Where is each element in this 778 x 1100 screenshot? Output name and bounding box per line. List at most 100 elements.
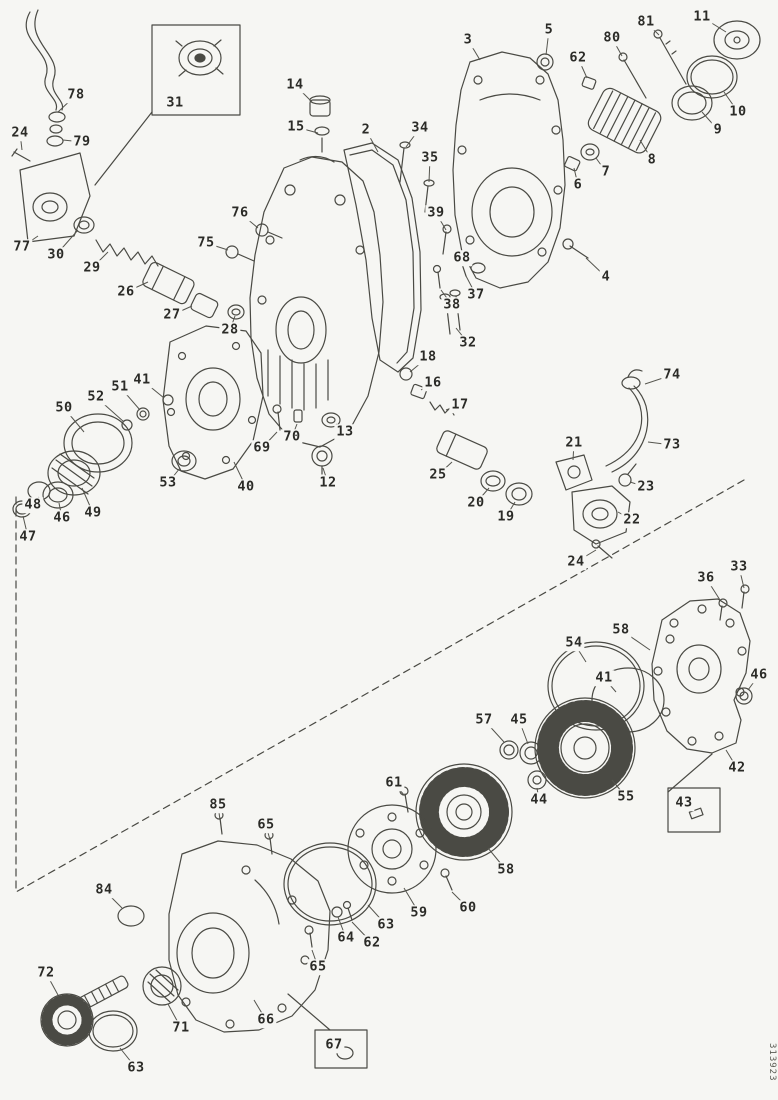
- cover-rings: [671, 20, 761, 121]
- small-washers: [121, 394, 174, 431]
- input-gear-group: [40, 966, 182, 1052]
- callout-76: 76: [229, 204, 251, 221]
- dipstick-tube: [605, 369, 649, 473]
- detail-box-31: [94, 24, 241, 186]
- callout-57: 57: [473, 711, 495, 728]
- pump-group: [480, 454, 637, 559]
- front-plate: [162, 325, 264, 480]
- callout-59: 59: [408, 904, 430, 921]
- callout-25: 25: [427, 466, 449, 483]
- clutch-drum-58: [415, 763, 513, 861]
- callout-52: 52: [85, 388, 107, 405]
- detail-box-67: [287, 993, 368, 1069]
- cover-studs-and-seal: [718, 584, 753, 705]
- callout-60: 60: [457, 899, 479, 916]
- callout-41: 41: [593, 669, 615, 686]
- callout-23: 23: [635, 478, 657, 495]
- callout-2: 2: [359, 121, 373, 138]
- filler-cap: [309, 95, 331, 153]
- stud-column: [432, 224, 486, 335]
- callout-71: 71: [170, 1019, 192, 1036]
- callout-63: 63: [375, 916, 397, 933]
- callout-85: 85: [207, 796, 229, 813]
- bolt-4: [562, 238, 589, 259]
- bolts-75-76: [225, 223, 283, 262]
- callout-36: 36: [695, 569, 717, 586]
- callout-22: 22: [621, 511, 643, 528]
- callout-10: 10: [727, 103, 749, 120]
- callout-8: 8: [645, 151, 659, 168]
- transfer-housing: [168, 840, 331, 1033]
- valve-cluster: [399, 367, 488, 470]
- callout-72: 72: [35, 964, 57, 981]
- callout-77: 77: [11, 238, 33, 255]
- callout-66: 66: [255, 1011, 277, 1028]
- callout-42: 42: [726, 759, 748, 776]
- callout-4: 4: [599, 268, 613, 285]
- callout-40: 40: [235, 478, 257, 495]
- callout-27: 27: [161, 306, 183, 323]
- callout-9: 9: [711, 121, 725, 138]
- spring-and-sleeve-group: [95, 239, 245, 320]
- small-rings-57-45-44: [499, 740, 547, 790]
- callout-84: 84: [93, 881, 115, 898]
- callout-41: 41: [131, 371, 153, 388]
- nut-and-seal: [536, 53, 597, 90]
- callout-50: 50: [53, 399, 75, 416]
- callout-62: 62: [567, 49, 589, 66]
- callout-20: 20: [465, 494, 487, 511]
- callout-61: 61: [383, 774, 405, 791]
- callout-70: 70: [281, 428, 303, 445]
- callout-24: 24: [565, 553, 587, 570]
- callout-38: 38: [441, 296, 463, 313]
- detail-box-43: [667, 753, 721, 833]
- callout-31: 31: [164, 94, 186, 111]
- callout-39: 39: [425, 204, 447, 221]
- callout-62: 62: [361, 934, 383, 951]
- callout-37: 37: [465, 286, 487, 303]
- callout-64: 64: [335, 929, 357, 946]
- callout-12: 12: [317, 474, 339, 491]
- callout-46: 46: [51, 509, 73, 526]
- callout-58: 58: [495, 861, 517, 878]
- callout-67: 67: [323, 1036, 345, 1053]
- clutch-drum-55: [534, 697, 636, 799]
- section-divider-dashed: [15, 479, 745, 893]
- center-fasteners: [272, 404, 341, 475]
- callout-21: 21: [563, 434, 585, 451]
- callout-3: 3: [461, 31, 475, 48]
- studs-80-81: [618, 29, 687, 99]
- callout-11: 11: [691, 8, 713, 25]
- callout-65: 65: [255, 816, 277, 833]
- callout-47: 47: [17, 528, 39, 545]
- callout-28: 28: [219, 321, 241, 338]
- callout-30: 30: [45, 246, 67, 263]
- callout-17: 17: [449, 396, 471, 413]
- callout-15: 15: [285, 118, 307, 135]
- callout-33: 33: [728, 558, 750, 575]
- callout-51: 51: [109, 378, 131, 395]
- callout-7: 7: [599, 163, 613, 180]
- callout-63: 63: [125, 1059, 147, 1076]
- callout-32: 32: [457, 334, 479, 351]
- callout-53: 53: [157, 474, 179, 491]
- callout-79: 79: [71, 133, 93, 150]
- callout-16: 16: [422, 374, 444, 391]
- callout-54: 54: [563, 634, 585, 651]
- drive-plate: [347, 804, 437, 894]
- figure-id-code: 313923: [767, 1043, 777, 1082]
- callout-75: 75: [195, 234, 217, 251]
- callout-13: 13: [334, 423, 356, 440]
- oil-filter: [564, 87, 662, 172]
- main-case: [249, 155, 384, 448]
- callout-29: 29: [81, 259, 103, 276]
- callout-24: 24: [9, 124, 31, 141]
- callout-80: 80: [601, 29, 623, 46]
- rear-case: [452, 51, 566, 289]
- callout-78: 78: [65, 86, 87, 103]
- callout-73: 73: [661, 436, 683, 453]
- callout-65: 65: [307, 958, 329, 975]
- bearing-ring-cluster: [12, 413, 197, 518]
